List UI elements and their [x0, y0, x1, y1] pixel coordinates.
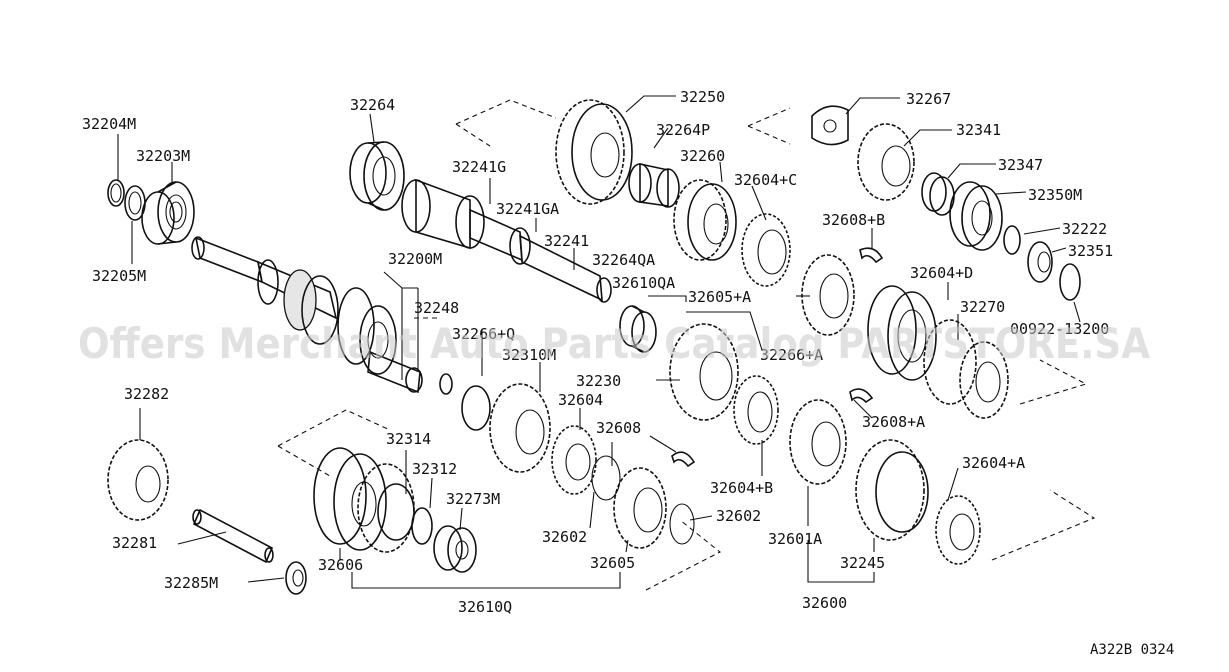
label-32264QA: 32264QA [592, 251, 655, 269]
label-32281: 32281 [112, 534, 157, 552]
label-32608: 32608 [596, 419, 641, 437]
gear-32282-icon [107, 439, 169, 521]
label-32267: 32267 [906, 90, 951, 108]
gear-32245-icon [855, 439, 929, 541]
bearing-32264-icon [349, 141, 405, 211]
bearing-race-32267-icon [811, 105, 849, 146]
label-32601A: 32601A [768, 530, 822, 548]
gear-32310M-icon [461, 383, 551, 473]
label-32245: 32245 [840, 554, 885, 572]
label-32264P: 32264P [656, 121, 710, 139]
label-32347: 32347 [998, 156, 1043, 174]
gear-32341-icon [857, 123, 915, 201]
bearing-32285M-icon [285, 561, 307, 595]
ring-32347-icon [921, 172, 955, 216]
main-shaft-32200M-icon [191, 236, 453, 395]
label-32604C: 32604+C [734, 171, 797, 189]
spring-32602b-icon [669, 503, 695, 545]
label-32204M: 32204M [82, 115, 136, 133]
label-32250: 32250 [680, 88, 725, 106]
label-32205M: 32205M [92, 267, 146, 285]
sleeve-32606-icon [313, 447, 387, 551]
label-32604A: 32604+A [962, 454, 1025, 472]
gear-32260-icon [673, 179, 737, 261]
diagram-reference-code: A322B 0324 [1090, 642, 1174, 658]
label-32266A: 32266+A [760, 346, 823, 364]
bearing-32351-icon [1027, 241, 1053, 283]
snap-ring-32222-icon [1003, 225, 1021, 255]
insert-32608B-icon [859, 247, 884, 264]
label-32264: 32264 [350, 96, 395, 114]
label-32314: 32314 [386, 430, 431, 448]
bearing-32273M-icon [433, 525, 477, 573]
needle-bearing-32264QA-icon [619, 305, 657, 353]
label-32351: 32351 [1068, 242, 1113, 260]
label-32602-right: 32602 [716, 507, 761, 525]
counter-shaft-32241-icon [401, 178, 612, 303]
snap-ring-00922-icon [1059, 263, 1081, 301]
snap-ring-32204M-icon [107, 179, 125, 207]
label-32605A: 32605+A [688, 288, 751, 306]
label-32285M: 32285M [164, 574, 218, 592]
gear-32230-icon [669, 323, 739, 421]
label-32341: 32341 [956, 121, 1001, 139]
label-32200M: 32200M [388, 250, 442, 268]
label-32604: 32604 [558, 391, 603, 409]
label-32273M: 32273M [446, 490, 500, 508]
bearing-32350M-icon [949, 181, 1003, 251]
spring-32602a-icon [591, 455, 621, 501]
label-32610Q: 32610Q [458, 598, 512, 616]
bushing-32264P-icon [628, 163, 680, 208]
gear-32250-icon [555, 99, 633, 205]
label-32604B: 32604+B [710, 479, 773, 497]
insert-32608-icon [671, 451, 696, 468]
label-32608A: 32608+A [862, 413, 925, 431]
label-32608B: 32608+B [822, 211, 885, 229]
label-00922-13200: 00922-13200 [1010, 320, 1109, 338]
ring-32312-icon [411, 507, 433, 545]
label-32260: 32260 [680, 147, 725, 165]
label-32203M: 32203M [136, 147, 190, 165]
label-32350M: 32350M [1028, 186, 1082, 204]
label-32602-left: 32602 [542, 528, 587, 546]
hub-32605A-icon [801, 254, 855, 336]
label-32310M: 32310M [502, 346, 556, 364]
label-32241GA: 32241GA [496, 200, 559, 218]
assembly-outlines [277, 99, 1096, 591]
label-32610QA: 32610QA [612, 274, 675, 292]
label-32270: 32270 [960, 298, 1005, 316]
gear-32314-icon [357, 463, 415, 553]
synchro-ring-32604B-icon [733, 375, 779, 445]
insert-32608A-icon [849, 388, 874, 404]
label-32241: 32241 [544, 232, 589, 250]
shaft-32281-icon [192, 508, 274, 564]
label-32282: 32282 [124, 385, 169, 403]
label-32241G: 32241G [452, 158, 506, 176]
label-32230: 32230 [576, 372, 621, 390]
synchro-ring-32604C-icon [741, 213, 791, 287]
label-32605: 32605 [590, 554, 635, 572]
label-32266Q: 32266+Q [452, 325, 515, 343]
watermark-text: Offers Merchant Auto Parts Catalog PARTS… [78, 319, 1150, 368]
leader-lines [117, 95, 1081, 589]
synchro-ring-32604-icon [551, 425, 597, 495]
label-32606: 32606 [318, 556, 363, 574]
gear-32601A-icon [789, 399, 847, 485]
label-32604D: 32604+D [910, 264, 973, 282]
synchro-ring-32604A-icon [935, 495, 981, 565]
label-32600: 32600 [802, 594, 847, 612]
label-32222: 32222 [1062, 220, 1107, 238]
bearing-32203M-icon [141, 181, 195, 245]
hub-32605-icon [613, 467, 667, 549]
label-32248: 32248 [414, 299, 459, 317]
label-32312: 32312 [412, 460, 457, 478]
sleeve-32604D-icon [867, 285, 937, 381]
gear-32270-icon [923, 319, 1009, 419]
